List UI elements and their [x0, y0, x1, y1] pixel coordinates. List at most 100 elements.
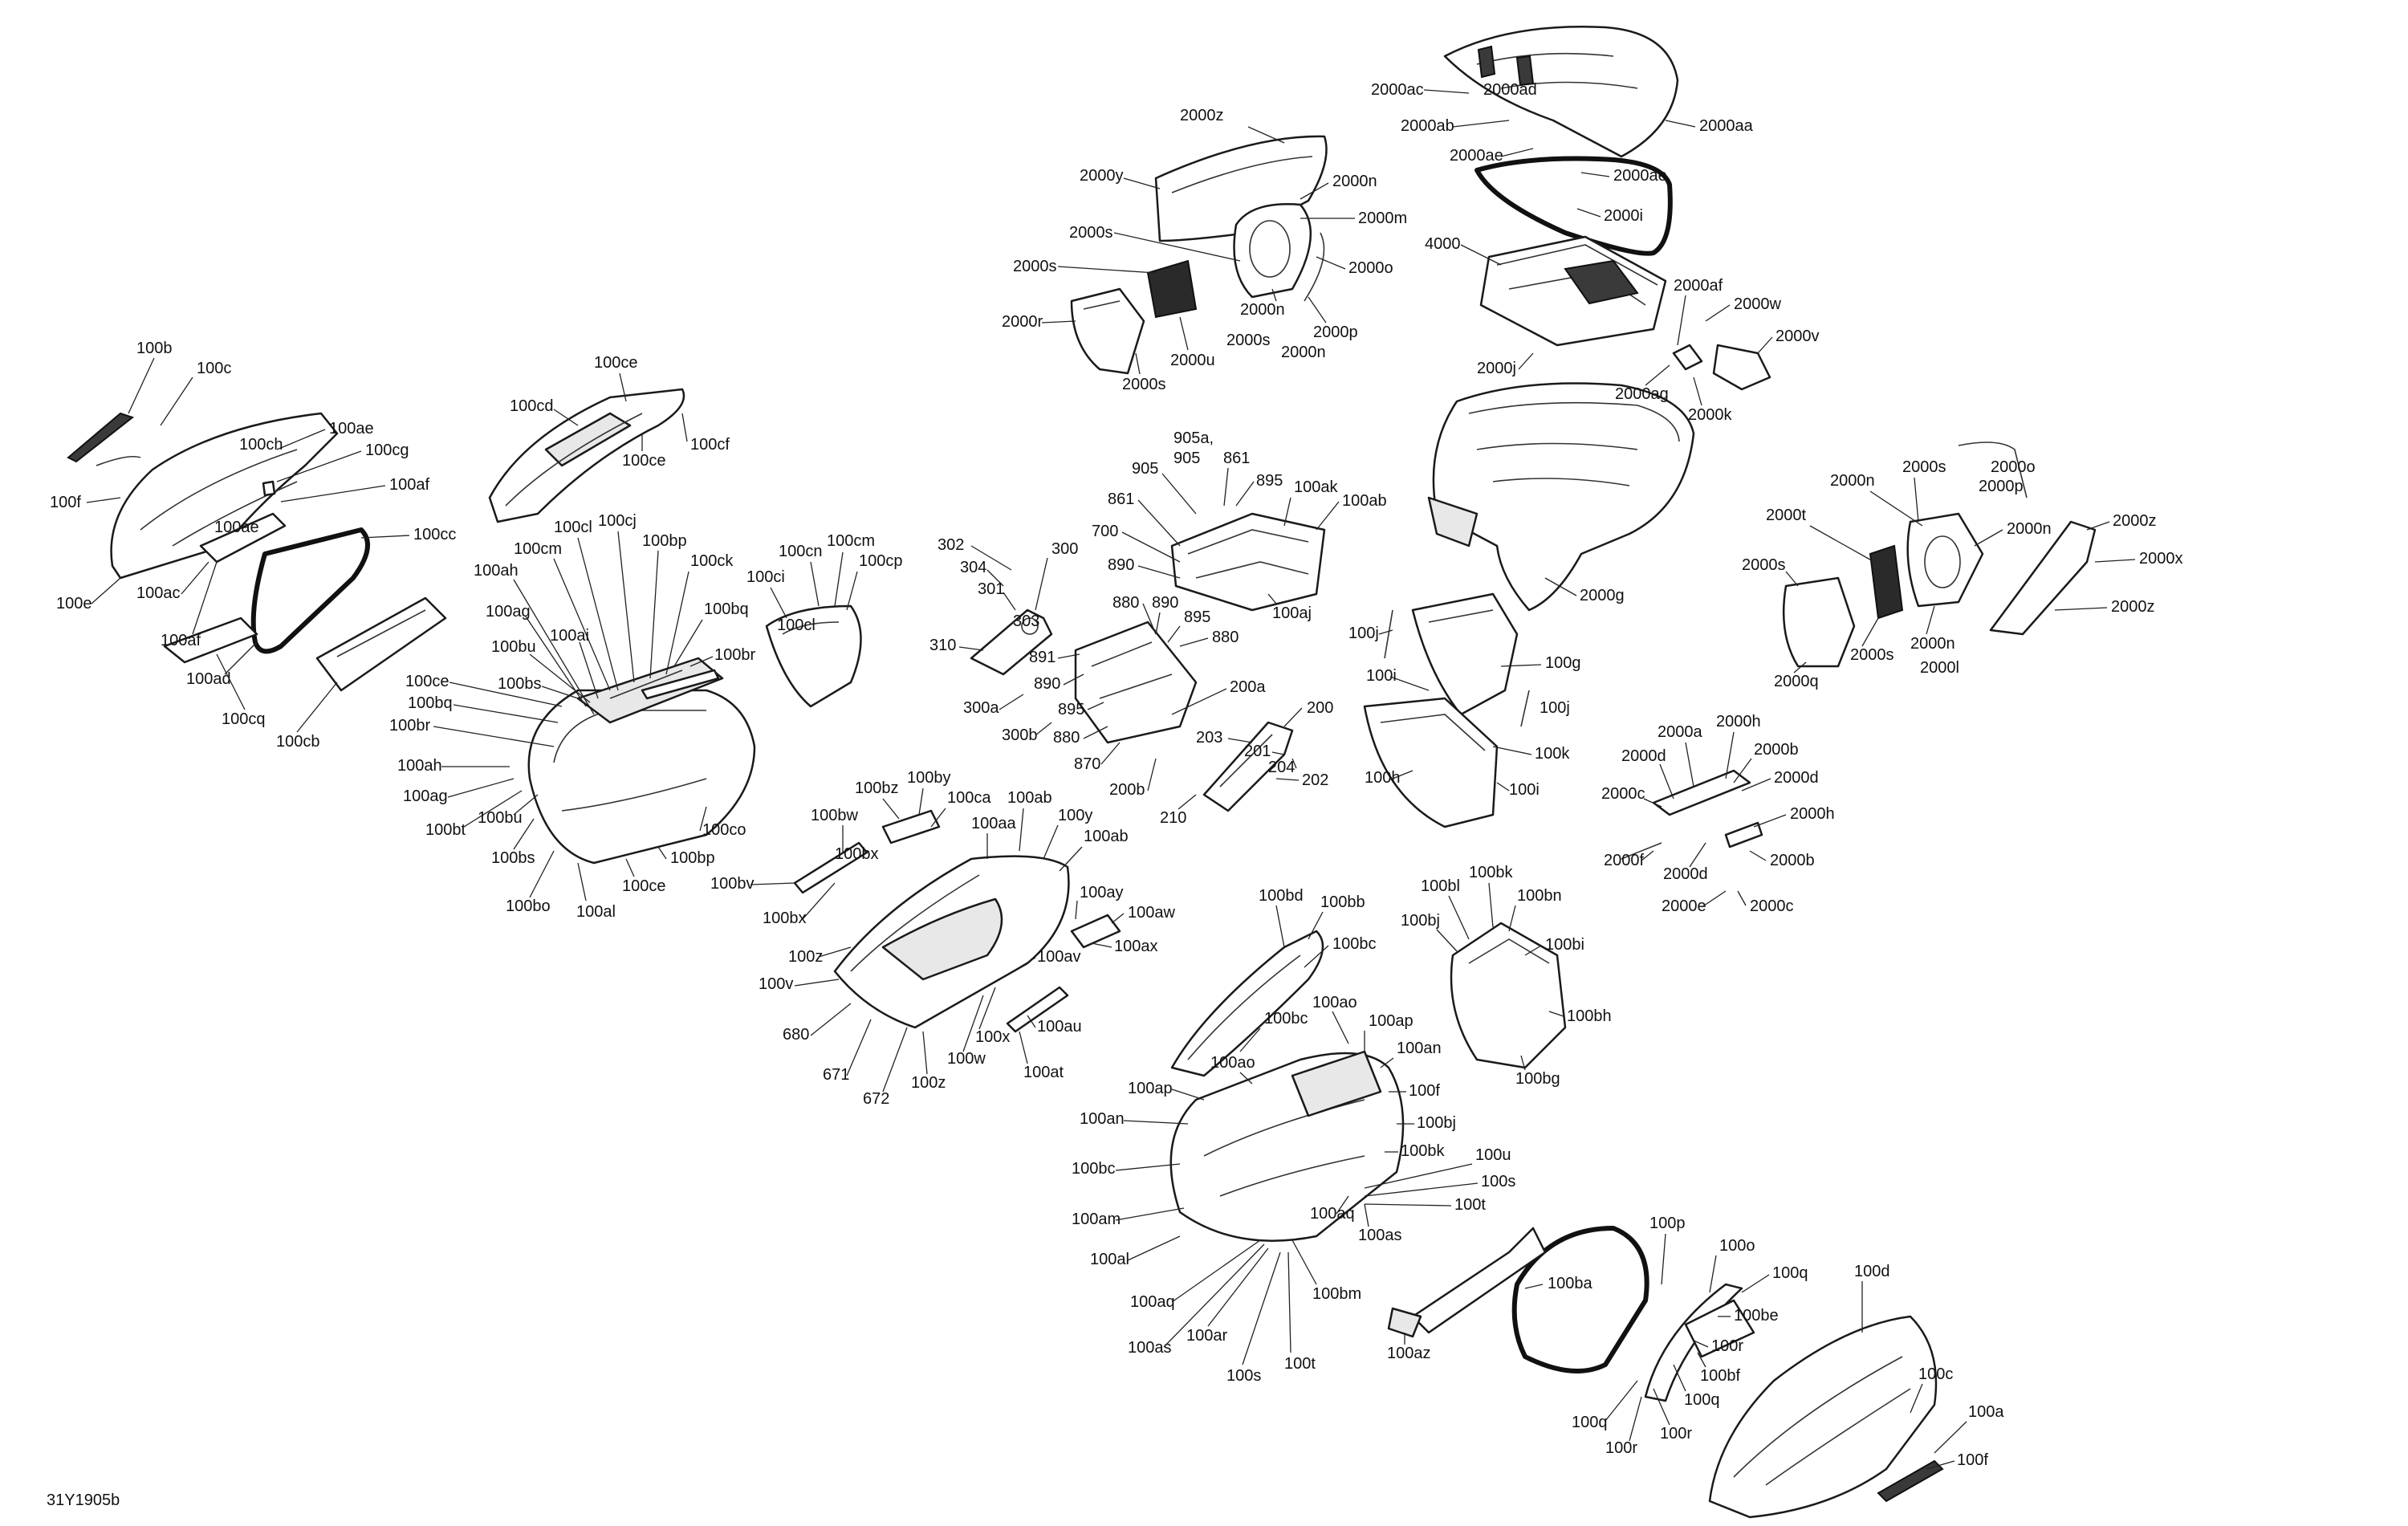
callout: 2000h: [1790, 805, 1835, 823]
callout: 100i: [1366, 667, 1397, 685]
callout: 201: [1244, 743, 1271, 760]
callout: 100v: [759, 975, 793, 993]
callout: 905: [1173, 450, 1200, 467]
callout: 100p: [1649, 1215, 1686, 1232]
callout: 100at: [1023, 1064, 1064, 1081]
callout: 100g: [1545, 654, 1581, 672]
callout: 100aj: [1272, 604, 1312, 622]
callout: 100bj: [1401, 912, 1440, 930]
callout: 891: [1029, 649, 1056, 666]
callout: 100w: [947, 1050, 986, 1068]
speaker-cover-2000q: [1782, 576, 1856, 668]
callout: 2000x: [2139, 550, 2183, 568]
callout: 100z: [911, 1074, 946, 1092]
callout: 2000g: [1580, 587, 1625, 604]
callout: 100bs: [498, 675, 542, 693]
callout: 100r: [1605, 1439, 1637, 1457]
callout: 2000ac: [1371, 81, 1424, 99]
callout: 100bx: [763, 909, 807, 927]
callout: 100bf: [1700, 1367, 1740, 1385]
trim-2000x: [1989, 520, 2097, 636]
callout: 2000o: [1991, 458, 2036, 476]
callout: 100bl: [1421, 877, 1460, 895]
callout: 100bo: [506, 897, 551, 915]
callout: 100o: [1719, 1237, 1755, 1255]
callout: 100t: [1454, 1196, 1486, 1214]
callout: 100ci: [746, 568, 785, 586]
callout: 100cp: [859, 552, 903, 570]
callout: 870: [1074, 755, 1100, 773]
callout: 100bk: [1469, 864, 1513, 881]
drawing-code: 31Y1905b: [47, 1491, 120, 1509]
callout: 100b: [136, 340, 173, 357]
callout: 100bm: [1312, 1285, 1361, 1303]
callout: 671: [823, 1066, 849, 1084]
callout: 100ag: [403, 787, 448, 805]
callout: 2000u: [1170, 352, 1215, 369]
cover-100cd: [488, 388, 685, 523]
callout: 210: [1160, 809, 1186, 827]
hinge-100o: [1644, 1283, 1755, 1402]
callout: 895: [1058, 701, 1084, 718]
callout: 2000j: [1477, 360, 1516, 377]
callout: 100ce: [594, 354, 638, 372]
seal-100ba: [1511, 1226, 1649, 1373]
callout: 100bc: [1332, 935, 1377, 953]
callout: 100f: [1957, 1451, 1988, 1469]
callout: 905: [1132, 460, 1158, 478]
callout: 672: [863, 1090, 889, 1108]
callout: 100ce: [405, 673, 449, 690]
callout: 890: [1108, 556, 1134, 574]
callout: 100ay: [1080, 884, 1124, 901]
liner-100cb: [315, 596, 447, 692]
callout: 204: [1268, 759, 1295, 776]
callout: 300: [1051, 540, 1078, 558]
callout: 100ao: [1312, 994, 1357, 1011]
callout: 2000s: [1850, 646, 1894, 664]
callout: 100as: [1358, 1227, 1402, 1244]
callout: 2000l: [1920, 659, 1959, 677]
latch-assembly-2000af: [1672, 344, 1771, 391]
cover-100h: [1363, 697, 1499, 828]
callout: 100ab: [1007, 789, 1052, 807]
callout: 100bp: [670, 849, 715, 867]
callout: 100bq: [704, 600, 749, 618]
callout: 100cj: [598, 512, 637, 530]
callout: 100aw: [1128, 904, 1175, 922]
top-case-lid: [1443, 26, 1679, 158]
callout: 2000k: [1688, 406, 1732, 424]
callout: 2000n: [1332, 173, 1377, 190]
callout: 2000af: [1674, 277, 1723, 295]
callout: 100c: [1918, 1365, 1953, 1383]
latch-bracket-2000a: [1621, 769, 1763, 860]
callout: 880: [1112, 594, 1139, 612]
trunk-cover-2000y: [1154, 135, 1328, 242]
callout: 100bi: [1545, 936, 1584, 954]
callout: 100ab: [1084, 828, 1129, 845]
callout: 4000: [1425, 235, 1461, 253]
callout: 100bu: [478, 809, 523, 827]
callout: 202: [1302, 771, 1328, 789]
callout: 100cl: [777, 617, 816, 634]
callout: 100ar: [1186, 1327, 1227, 1345]
callout: 100bz: [855, 779, 899, 797]
callout: 2000e: [1662, 897, 1706, 915]
callout: 100c: [197, 360, 231, 377]
callout: 100ae: [214, 519, 259, 536]
callout: 100ae: [329, 420, 374, 437]
callout: 100ax: [1114, 938, 1158, 955]
callout: 100br: [389, 717, 430, 735]
callout: 100bw: [811, 807, 858, 824]
callout: 861: [1223, 450, 1250, 467]
callout: 100cg: [365, 442, 409, 459]
callout: 200b: [1109, 781, 1145, 799]
callout: 100am: [1072, 1211, 1121, 1228]
callout: 100z: [788, 948, 823, 966]
callout: 100av: [1037, 948, 1081, 966]
callout: 100bv: [710, 875, 755, 893]
callout: 100bc: [1264, 1010, 1308, 1028]
callout: 100bk: [1401, 1142, 1445, 1160]
callout: 2000z: [1180, 107, 1224, 124]
callout: 100ak: [1294, 478, 1338, 496]
callout: 100ai: [550, 627, 589, 645]
